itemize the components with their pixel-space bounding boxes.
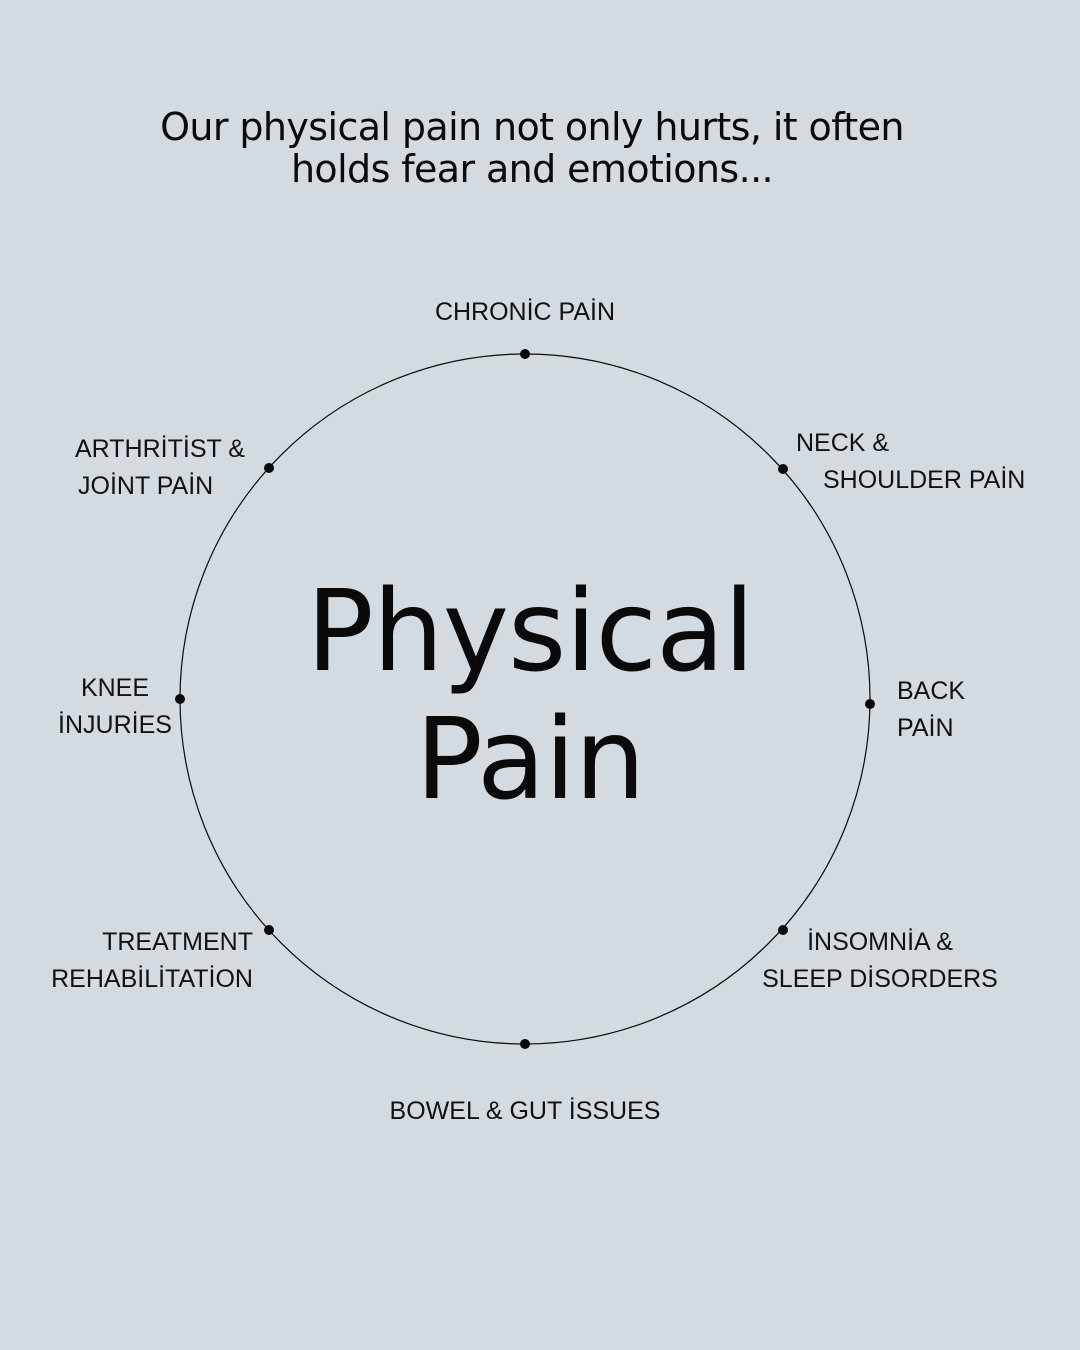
label-line: TREATMENT	[102, 928, 253, 956]
label-line: CHRONİC PAİN	[434, 298, 616, 326]
label-bowel-gut: BOWEL & GUT İSSUES	[345, 1093, 705, 1130]
label-line: BOWEL & GUT İSSUES	[389, 1097, 661, 1125]
label-line: KNEE	[80, 674, 150, 702]
center-title: Physical Pain	[180, 568, 880, 824]
label-line: İNJURİES	[58, 711, 172, 739]
label-arthritis-joint: ARTHRİTİST & JOİNT PAİN	[75, 431, 275, 505]
label-line: REHABİLİTATİON	[51, 965, 253, 993]
node-dot-neck-shoulder-pain	[778, 464, 788, 474]
label-neck-shoulder-pain: NECK & SHOULDER PAİN	[796, 425, 1066, 499]
label-line: SLEEP DİSORDERS	[762, 965, 998, 993]
label-line: JOİNT PAİN	[78, 472, 214, 500]
node-dot-knee-injuries	[175, 694, 185, 704]
node-dot-arthritis-joint	[264, 463, 274, 473]
label-line: ARTHRİTİST &	[75, 435, 245, 463]
label-line: NECK &	[796, 429, 890, 457]
label-line: SHOULDER PAİN	[823, 466, 1026, 494]
header-line-1: Our physical pain not only hurts, it oft…	[160, 105, 904, 149]
center-title-line-1: Physical	[306, 567, 755, 697]
label-knee-injuries: KNEE İNJURİES	[40, 670, 190, 744]
label-back-pain: BACK PAİN	[897, 673, 1057, 747]
node-dot-treatment-rehab	[264, 925, 274, 935]
header-text: Our physical pain not only hurts, it oft…	[90, 106, 974, 190]
label-line: BACK	[897, 677, 966, 705]
label-line: PAİN	[897, 714, 954, 742]
label-chronic-pain: CHRONİC PAİN	[375, 294, 675, 331]
center-title-line-2: Pain	[415, 695, 645, 825]
label-treatment-rehab: TREATMENT REHABİLİTATİON	[20, 924, 253, 998]
label-line: İNSOMNİA &	[807, 928, 953, 956]
node-dot-bowel-gut	[520, 1039, 530, 1049]
node-dot-back-pain	[865, 699, 875, 709]
label-insomnia-sleep: İNSOMNİA & SLEEP DİSORDERS	[760, 924, 1000, 998]
node-dot-insomnia-sleep	[778, 925, 788, 935]
node-dot-chronic-pain	[520, 349, 530, 359]
header-line-2: holds fear and emotions...	[290, 147, 774, 191]
